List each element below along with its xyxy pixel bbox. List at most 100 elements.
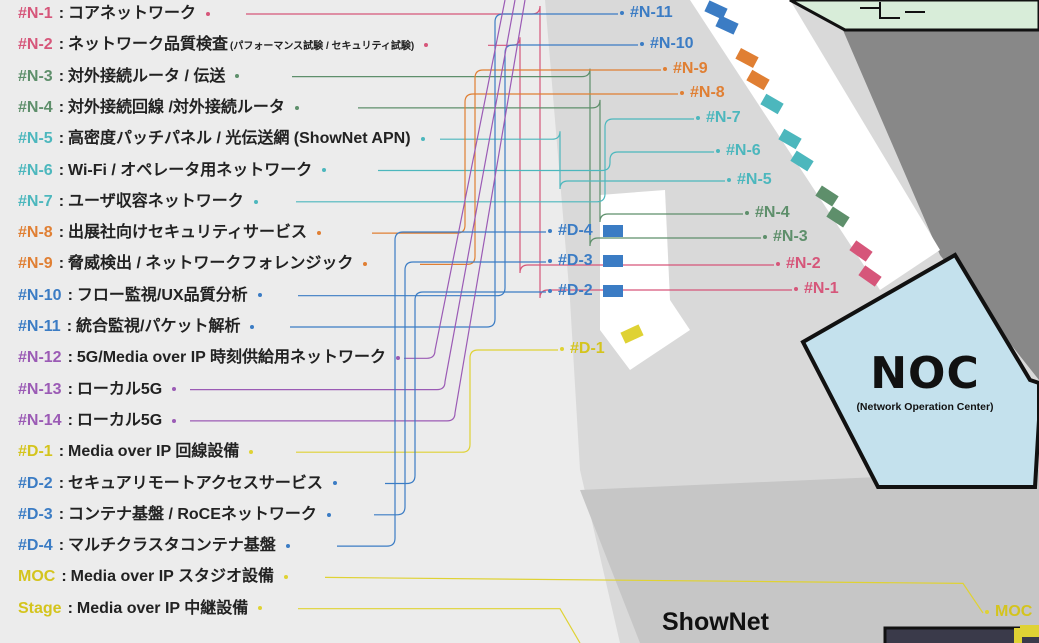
rack-connector-dot: [640, 41, 644, 46]
rack-connector-dot: [696, 115, 700, 120]
legend-connector-dot: [317, 230, 322, 235]
legend-separator: :: [58, 537, 65, 555]
legend-code: #N-11: [18, 318, 61, 335]
legend-connector-dot: [363, 262, 368, 267]
legend-code: #D-2: [18, 474, 53, 492]
rack-label: #N-8: [680, 84, 725, 102]
rack-code: #N-10: [650, 35, 694, 52]
connector-line: [440, 131, 725, 190]
rack-label: #N-3: [763, 228, 808, 246]
legend-separator: :: [58, 443, 65, 461]
legend-note: (パフォーマンス試験 / セキュリティ試験): [230, 41, 415, 53]
legend-item: #D-3:コンテナ基盤 / RoCEネットワーク: [18, 503, 331, 527]
noc-subtitle: (Network Operation Center): [856, 401, 994, 413]
legend-description: 高密度パッチパネル / 光伝送網 (ShowNet APN): [68, 130, 411, 148]
rack-code: #N-11: [630, 4, 673, 21]
rack-marker: [603, 285, 623, 297]
legend-item: #D-2:セキュアリモートアクセスサービス: [18, 472, 337, 496]
legend-description: ローカル5G: [76, 380, 163, 398]
rack-code: #N-1: [804, 280, 839, 297]
rack-connector-dot: [560, 346, 564, 351]
legend-description: Media over IP 回線設備: [68, 443, 240, 461]
legend-separator: :: [58, 98, 65, 116]
rack-label: #N-10: [640, 35, 694, 53]
rack-code: #D-1: [570, 340, 605, 357]
rack-code: #N-6: [726, 142, 761, 159]
legend-description: 対外接続ルータ / 伝送: [68, 67, 226, 85]
legend-item: #N-1:コアネットワーク: [18, 2, 211, 26]
rack-marker: [620, 324, 644, 344]
legend-separator: :: [67, 349, 73, 367]
legend-description: Wi-Fi / オペレータ用ネットワーク: [68, 161, 313, 179]
rack-label: #N-11: [620, 4, 673, 22]
rack-marker: [735, 48, 759, 68]
rack-marker: [760, 93, 784, 115]
legend-connector-dot: [249, 449, 254, 454]
legend-code: #N-9: [18, 255, 53, 273]
legend-connector-dot: [258, 606, 263, 611]
rack-connector-dot: [776, 261, 780, 266]
connector-line: [298, 608, 581, 643]
rack-code: #N-8: [690, 84, 725, 101]
legend-item: #D-4:マルチクラスタコンテナ基盤: [18, 534, 290, 558]
top-room: [789, 0, 1039, 32]
legend-connector-dot: [257, 293, 262, 298]
rack-code: #N-4: [755, 204, 790, 221]
rack-code: #D-4: [558, 222, 593, 239]
legend-item: #N-8:出展社向けセキュリティサービス: [18, 221, 322, 245]
legend-code: #N-12: [18, 349, 62, 367]
legend-connector-dot: [332, 481, 337, 486]
rack-connector-dot: [663, 66, 667, 71]
connector-line: [292, 68, 761, 247]
legend-separator: :: [58, 224, 65, 242]
rack-code: #N-3: [773, 228, 808, 245]
legend-connector-dot: [396, 356, 401, 361]
rack-connector-dot: [763, 234, 767, 239]
legend-item: #N-7:ユーザ収容ネットワーク: [18, 190, 258, 214]
legend-item: #N-9:脅威検出 / ネットワークフォレンジック: [18, 252, 368, 276]
legend-description: コンテナ基盤 / RoCEネットワーク: [68, 505, 317, 523]
rack-marker: [858, 265, 882, 287]
legend-separator: :: [67, 380, 73, 398]
rack-marker: [603, 255, 623, 267]
legend-separator: :: [58, 255, 65, 273]
legend-separator: :: [58, 5, 65, 22]
legend-item: #N-3:対外接続ルータ / 伝送: [18, 65, 240, 89]
legend-separator: :: [58, 67, 65, 85]
connector-line: [296, 349, 558, 453]
rack-marker: [1020, 625, 1039, 637]
legend-item: #N-14:ローカル5G: [18, 409, 177, 433]
rack-connector-dot: [985, 609, 989, 614]
rack-marker: [746, 69, 770, 91]
rack-connector-dot: [548, 288, 552, 293]
rack-connector-dot: [727, 177, 731, 182]
rack-code: #N-2: [786, 255, 821, 272]
legend-description: フロー監視/UX品質分析: [76, 286, 248, 304]
legend-description: 5G/Media over IP 時刻供給用ネットワーク: [76, 349, 387, 367]
legend-item: #N-2:ネットワーク品質検査(パフォーマンス試験 / セキュリティ試験): [18, 33, 429, 57]
rack-marker: [778, 128, 802, 150]
legend-item: #D-1:Media over IP 回線設備: [18, 440, 254, 464]
rack-label: #D-2: [548, 282, 593, 300]
legend-item: Stage:Media over IP 中継設備: [18, 597, 263, 621]
legend-description: 統合監視/パケット解析: [76, 318, 241, 335]
rack-label: #N-6: [716, 142, 761, 160]
legend-item: #N-11:統合監視/パケット解析: [18, 315, 255, 339]
legend-code: #N-5: [18, 130, 53, 148]
legend-code: #N-14: [18, 411, 62, 429]
legend-description: マルチクラスタコンテナ基盤: [68, 537, 276, 555]
legend-connector-dot: [285, 543, 290, 548]
rack-code: #N-5: [737, 171, 772, 188]
connector-line: [337, 231, 546, 547]
rack-connector-dot: [548, 228, 552, 233]
legend-item: #N-13:ローカル5G: [18, 378, 177, 402]
rack-code: MOC: [995, 603, 1033, 620]
legend-separator: :: [58, 474, 65, 492]
legend-code: MOC: [18, 568, 56, 586]
rack-label: #D-4: [548, 222, 593, 240]
legend-description: 出展社向けセキュリティサービス: [68, 224, 308, 242]
legend-item: MOC:Media over IP スタジオ設備: [18, 565, 288, 589]
legend-code: #N-1: [18, 5, 53, 22]
connector-line: [420, 69, 661, 265]
